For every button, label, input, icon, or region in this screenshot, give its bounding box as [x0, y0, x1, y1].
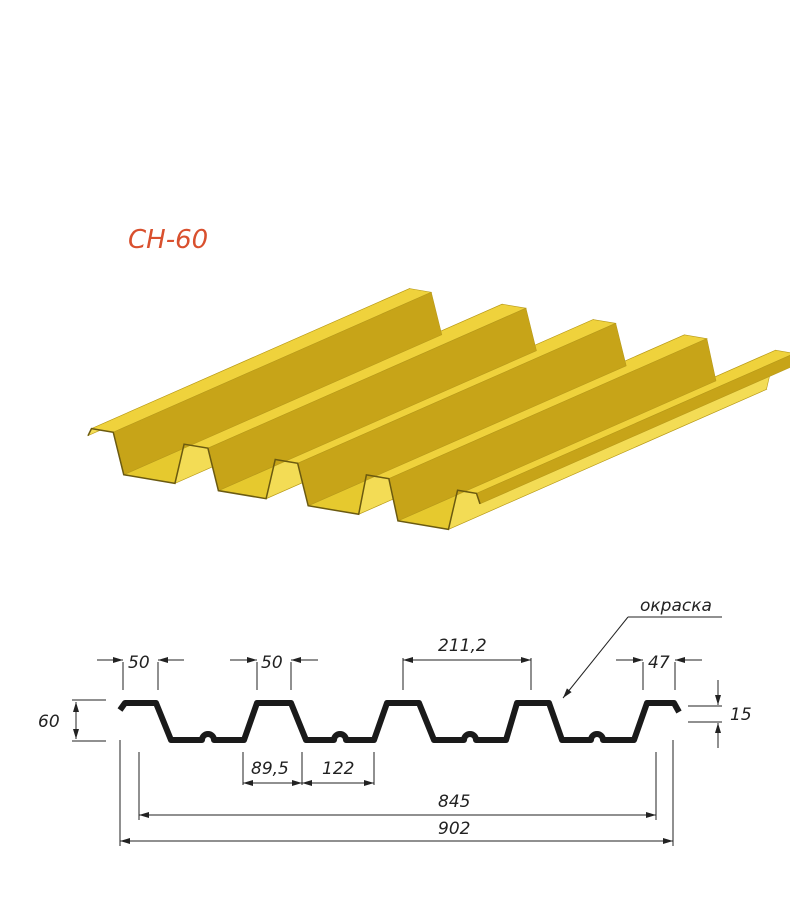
svg-text:окраска: окраска — [640, 596, 712, 616]
dimension-ridge-width-2: 50 — [230, 653, 318, 690]
svg-text:50: 50 — [128, 653, 150, 673]
svg-text:902: 902 — [438, 819, 470, 839]
svg-text:50: 50 — [261, 653, 283, 673]
svg-text:47: 47 — [648, 653, 670, 673]
coating-callout: окраска — [562, 596, 722, 699]
dimension-useful-width: 845 — [138, 752, 657, 820]
svg-text:211,2: 211,2 — [438, 636, 487, 656]
svg-text:89,5: 89,5 — [251, 759, 289, 779]
dimension-height: 60 — [38, 699, 106, 742]
dimension-trough-parts: 89,5 122 — [242, 752, 375, 786]
svg-text:845: 845 — [438, 792, 470, 812]
dimension-ridge-width-1: 50 — [97, 653, 184, 690]
svg-text:122: 122 — [322, 759, 354, 779]
sheet-front-edge — [87, 427, 481, 531]
dimension-edge-ridge-width: 47 — [616, 653, 702, 690]
dimension-lip: 15 — [688, 680, 752, 748]
svg-text:60: 60 — [38, 712, 60, 732]
svg-text:15: 15 — [730, 705, 752, 725]
product-title: СН-60 — [128, 225, 208, 255]
dimension-pitch: 211,2 — [402, 636, 532, 690]
cross-section-profile — [117, 700, 682, 743]
dimension-total-width: 902 — [119, 740, 674, 846]
sheet-3d-illustration — [87, 287, 790, 531]
